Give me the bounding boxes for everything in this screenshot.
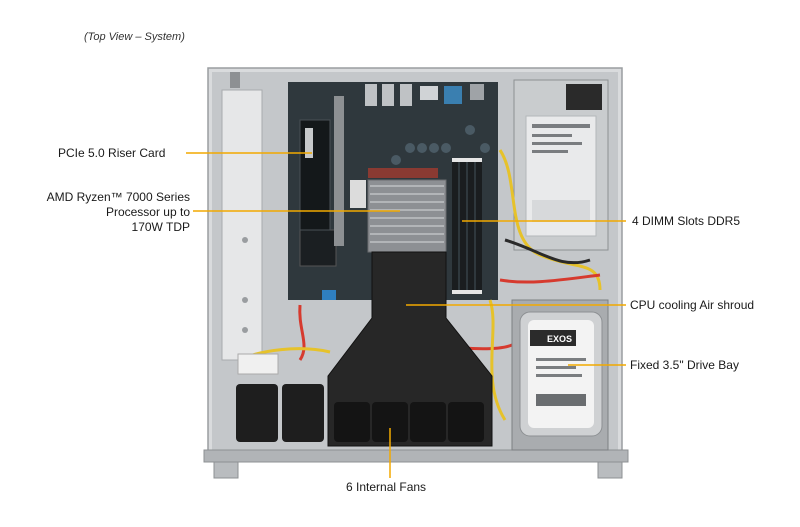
label-dimm-slots: 4 DIMM Slots DDR5 xyxy=(632,214,741,228)
label-cpu-line1: AMD Ryzen™ 7000 Series xyxy=(46,190,190,204)
drive-bay: EXOS xyxy=(511,299,609,451)
label-drive-bay: Fixed 3.5" Drive Bay xyxy=(630,358,739,372)
cpu-air-shroud xyxy=(327,251,493,447)
callout-lines xyxy=(186,152,626,478)
caption: (Top View – System) xyxy=(84,31,185,43)
label-internal-fans: 6 Internal Fans xyxy=(346,480,427,494)
label-cpu: AMD Ryzen™ 7000 Series Processor up to 1… xyxy=(30,190,190,235)
label-riser-card: PCIe 5.0 Riser Card xyxy=(58,146,166,160)
power-supply xyxy=(513,79,609,251)
label-cpu-line2: Processor up to xyxy=(105,205,190,219)
drive-brand-logo: EXOS xyxy=(547,334,572,344)
label-cpu-line3: 170W TDP xyxy=(131,220,190,234)
internal-fans xyxy=(236,353,484,442)
label-air-shroud: CPU cooling Air shroud xyxy=(630,298,755,312)
dimm-slots xyxy=(452,158,482,294)
cpu-heatsink xyxy=(367,179,447,253)
